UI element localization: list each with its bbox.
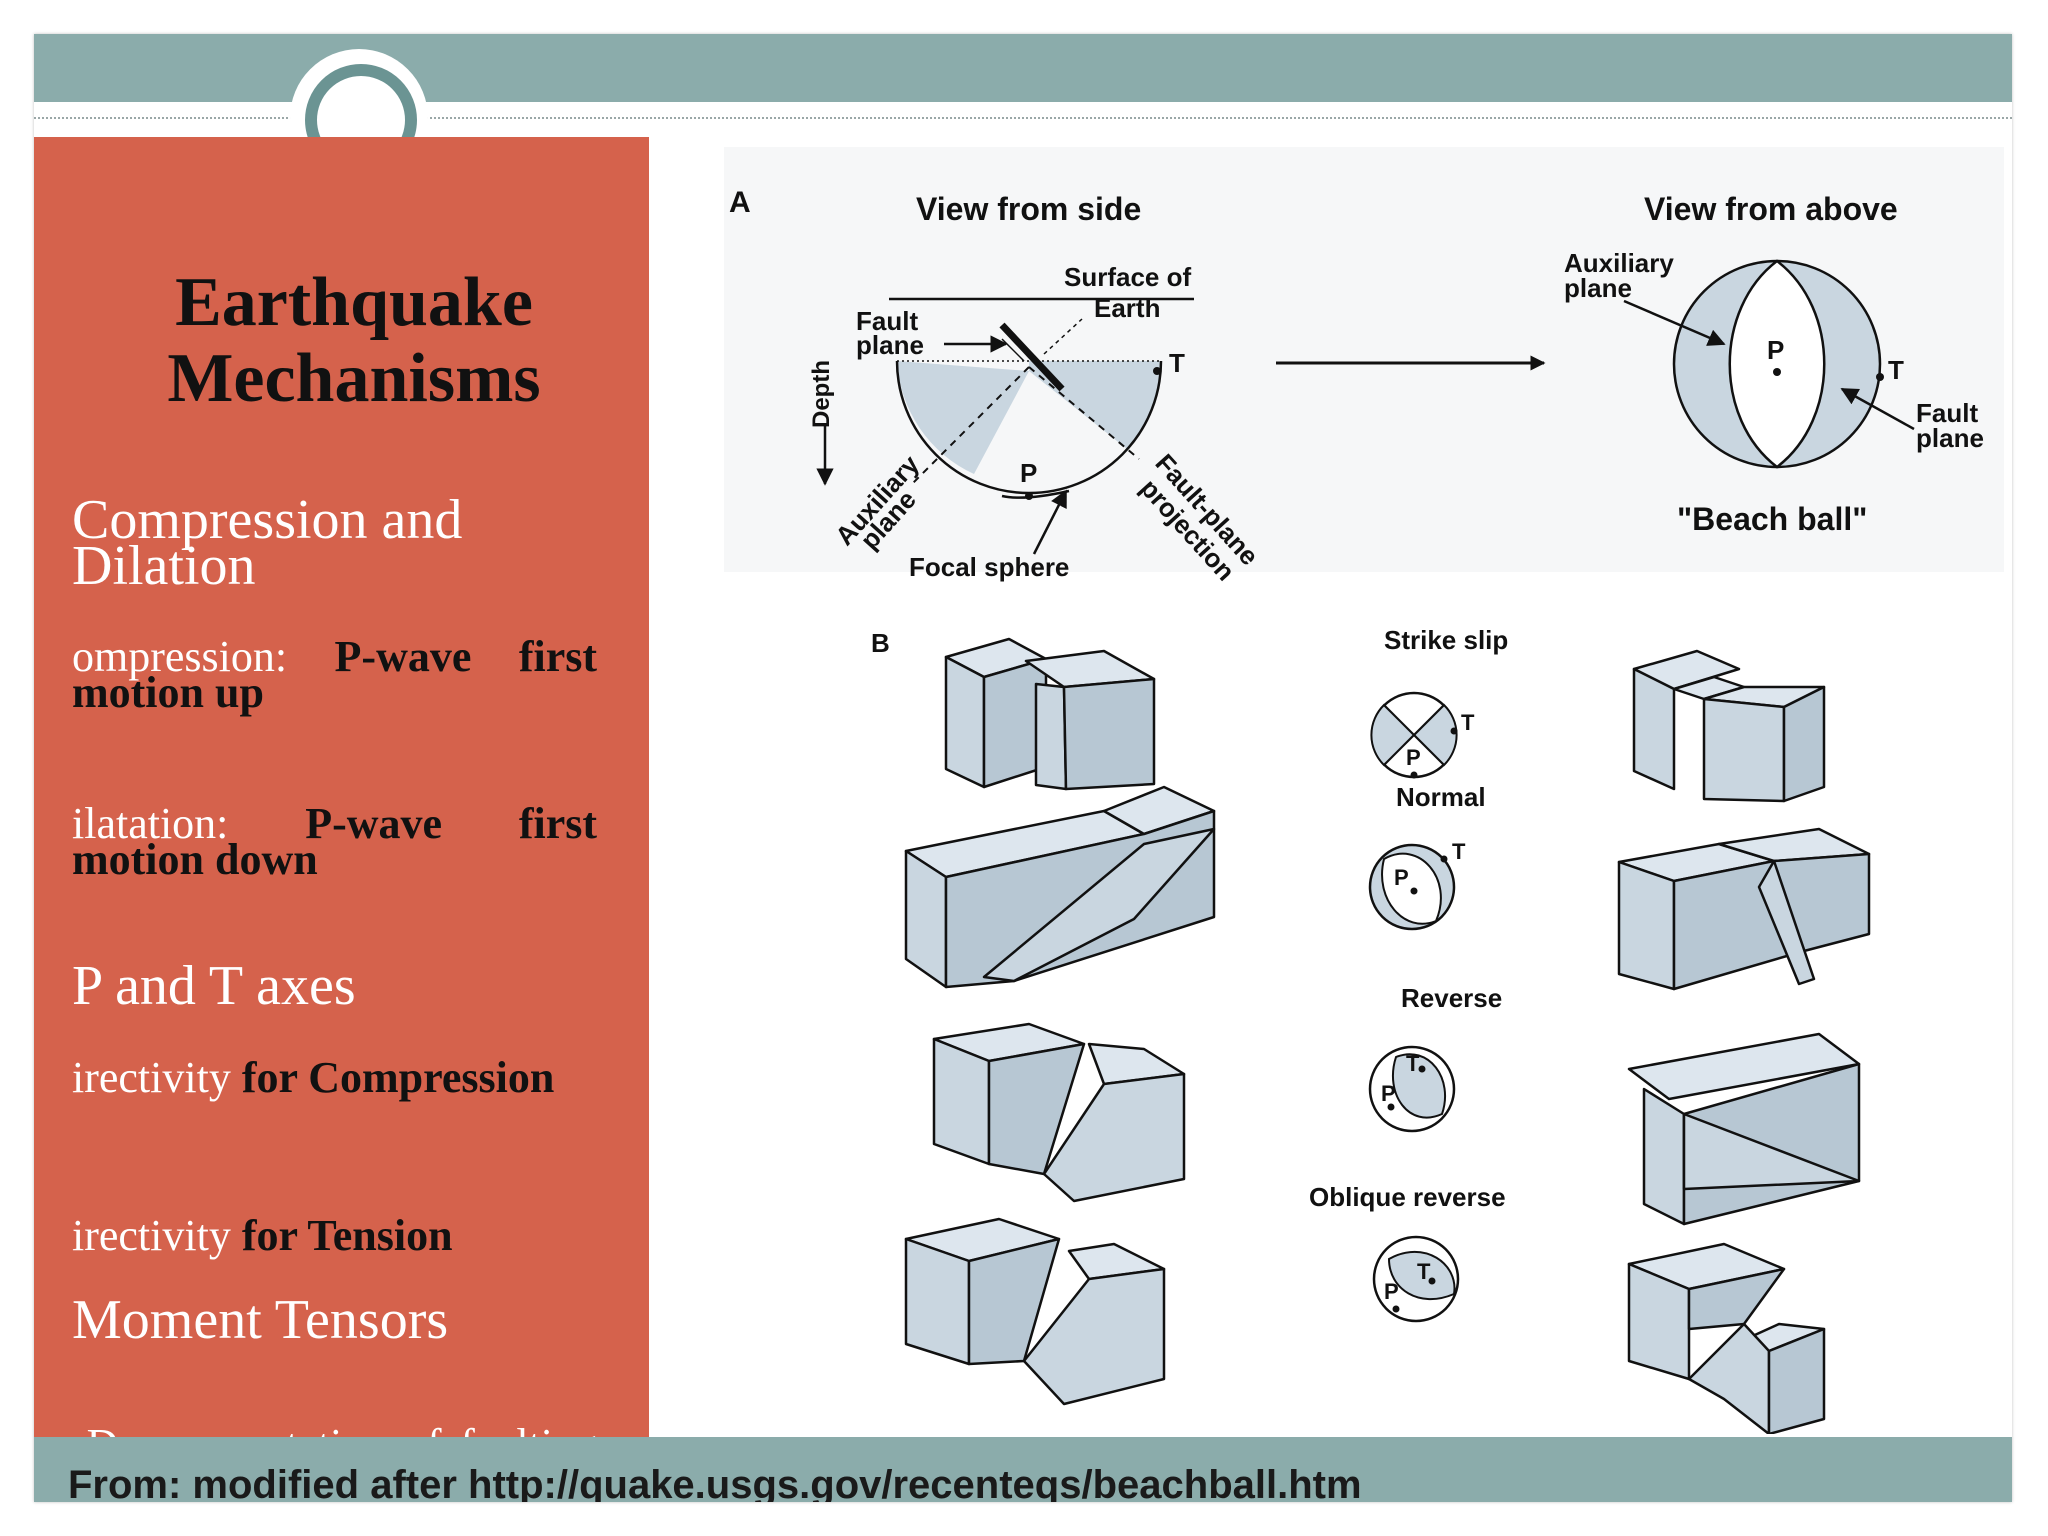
bullet-moment-tensors: Moment Tensors	[72, 1292, 597, 1348]
reverse-beach-ball: T P	[1368, 1045, 1456, 1133]
focal-sphere-shaded-left	[897, 361, 1029, 474]
bullet-directivity-compression: irectivity for Compression	[72, 1056, 597, 1100]
left-text-panel: Earthquake Mechanisms Compression and Di…	[34, 137, 649, 1437]
strike-slip-beach-ball: T P	[1370, 691, 1475, 779]
normal-beach-ball: T P	[1368, 839, 1466, 931]
reverse-t-label: T	[1406, 1051, 1420, 1076]
surface-label-line1: Surface of	[1064, 262, 1191, 292]
strike-slip-block-right	[1632, 649, 1826, 803]
p-label: P	[1020, 458, 1037, 488]
strike-slip-block-left	[944, 637, 1156, 791]
bullet-text: P and T axes	[72, 955, 356, 1017]
above-fault-label-line1: Fault	[1916, 398, 1978, 428]
view-from-above-title: View from above	[1644, 191, 1898, 227]
bullet-bold-text: for Compression	[241, 1053, 555, 1102]
oblique-reverse-p-label: P	[1384, 1279, 1399, 1304]
bullet-text: irectivity	[72, 1211, 242, 1260]
bullet-bold-text: for Tension	[241, 1211, 453, 1260]
normal-block-right	[1617, 827, 1871, 991]
bullet-compression-dilation: Compression and Dilation	[72, 492, 597, 594]
panel-b-letter: B	[871, 628, 890, 658]
panel-a-letter: A	[729, 186, 751, 219]
beach-ball-p-dot	[1773, 368, 1781, 376]
above-auxiliary-label-line1: Auxiliary	[1564, 248, 1674, 278]
auxiliary-plane-line	[911, 366, 1030, 485]
bullet-bold-text: P-wave first motion down	[72, 799, 598, 884]
normal-t-label: T	[1452, 839, 1466, 864]
beach-ball-p-label: P	[1767, 335, 1784, 365]
focal-sphere-shaded-right	[1029, 361, 1161, 449]
beach-ball-t-label: T	[1888, 355, 1904, 385]
bullet-text: Moment Tensors	[72, 1289, 449, 1351]
beach-ball-caption: "Beach ball"	[1677, 501, 1867, 537]
strike-slip-label: Strike slip	[1384, 625, 1508, 655]
strike-slip-p-label: P	[1406, 745, 1421, 770]
dotted-divider	[34, 117, 2012, 119]
bullet-text: ilatation:	[72, 799, 306, 848]
depth-label: Depth	[808, 360, 835, 428]
bullet-bold-text: P-wave first motion up	[72, 632, 597, 717]
oblique-reverse-beach-ball: T P	[1372, 1235, 1460, 1323]
fault-projection-line	[1028, 366, 1140, 460]
bullet-directivity-tension: irectivity for Tension	[72, 1214, 597, 1258]
oblique-reverse-block-right	[1627, 1242, 1826, 1434]
bottom-footer-band	[34, 1437, 2012, 1502]
bullet-p-t-axes: P and T axes	[72, 958, 597, 1014]
oblique-reverse-block-left	[904, 1217, 1166, 1406]
bullet-2d-representation: -D representation of faulting Encompasse…	[72, 1423, 597, 1438]
beach-ball-white-lens	[1728, 259, 1826, 469]
fault-label-line2: plane	[856, 330, 924, 360]
reverse-label: Reverse	[1401, 983, 1502, 1013]
normal-label: Normal	[1396, 782, 1486, 812]
bullet-text: irectivity	[72, 1053, 242, 1102]
oblique-reverse-t-label: T	[1417, 1259, 1431, 1284]
t-axis-dot	[1153, 367, 1161, 375]
source-citation: From: modified after http://quake.usgs.g…	[68, 1463, 1362, 1502]
beach-ball-diagram: P T Auxiliary plane Fault plane "Beach b…	[1564, 248, 1984, 537]
view-from-side-title: View from side	[916, 191, 1141, 227]
reverse-block-right	[1627, 1032, 1861, 1226]
strike-slip-t-label: T	[1461, 710, 1475, 735]
bullet-compression: ompression: P-wave first motion up	[72, 635, 597, 715]
above-auxiliary-label-line2: plane	[1564, 273, 1632, 303]
oblique-reverse-label: Oblique reverse	[1309, 1182, 1506, 1212]
bullet-text: Compression and Dilation	[72, 489, 463, 597]
reverse-p-label: P	[1381, 1081, 1396, 1106]
normal-p-label: P	[1394, 865, 1409, 890]
fault-plane-segment	[999, 322, 1065, 392]
focal-sphere-label: Focal sphere	[909, 552, 1069, 582]
focal-mechanism-figure: A View from side View from above Surface…	[724, 147, 2004, 1434]
surface-label-line2: Earth	[1094, 293, 1160, 323]
slide: Earthquake Mechanisms Compression and Di…	[34, 34, 2012, 1502]
normal-block-left	[904, 785, 1216, 989]
bullet-dilatation: ilatation: P-wave first motion down	[72, 802, 597, 882]
bullet-text: -D representation of faulting Encompasse…	[72, 1420, 597, 1438]
above-fault-label-line2: plane	[1916, 423, 1984, 453]
beach-ball-t-dot	[1876, 373, 1884, 381]
fault-label-line1: Fault	[856, 306, 918, 336]
bullet-text: ompression:	[72, 632, 335, 681]
t-label: T	[1169, 348, 1185, 378]
reverse-block-left	[932, 1022, 1186, 1203]
slide-title: Earthquake Mechanisms	[167, 264, 541, 417]
